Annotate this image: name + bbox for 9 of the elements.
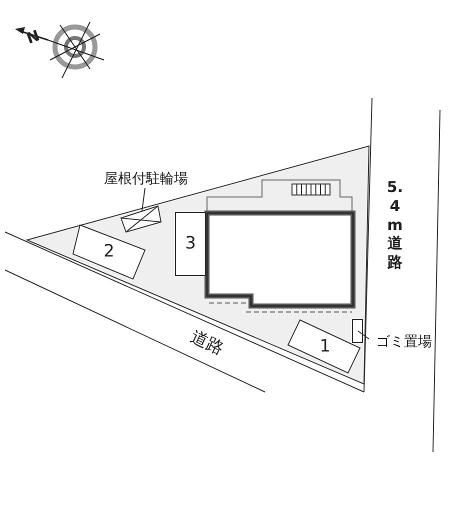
area-label: ゴミ置場	[376, 335, 432, 349]
leader-line	[142, 188, 146, 212]
leader-line	[358, 330, 370, 340]
road-label: 道路	[188, 328, 226, 358]
road-width-label: 5.4 m 道路	[386, 178, 404, 272]
space-number: 2	[104, 244, 114, 260]
space-number: 1	[320, 338, 330, 356]
area-label: 屋根付駐輪場	[104, 172, 188, 186]
space-number: 3	[185, 236, 196, 252]
